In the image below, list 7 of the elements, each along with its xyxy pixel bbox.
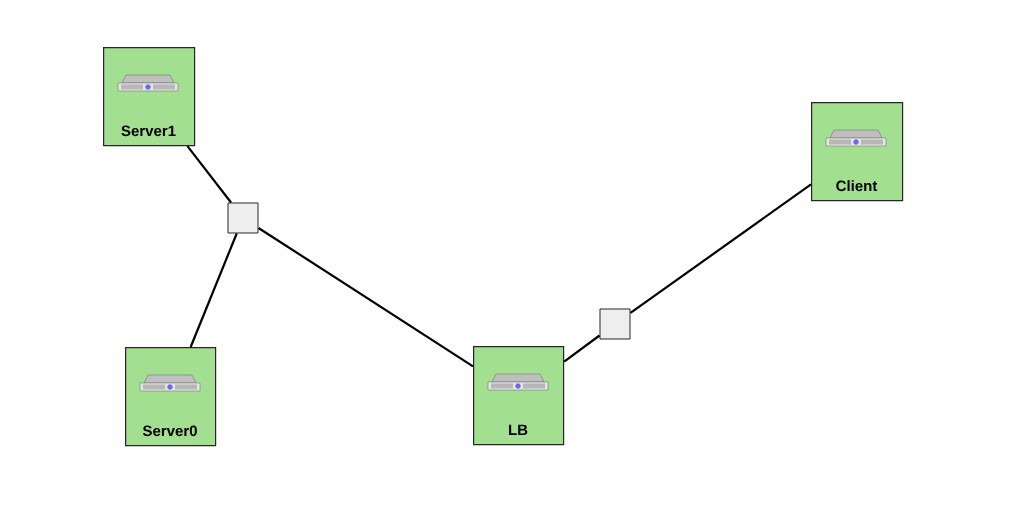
connector-line: [189, 233, 238, 348]
connector-line: [629, 183, 812, 314]
connector-line: [257, 227, 474, 368]
switch-box: [227, 202, 259, 234]
connector-line: [563, 334, 601, 363]
switch-box: [599, 308, 631, 340]
connector-line: [186, 145, 232, 204]
